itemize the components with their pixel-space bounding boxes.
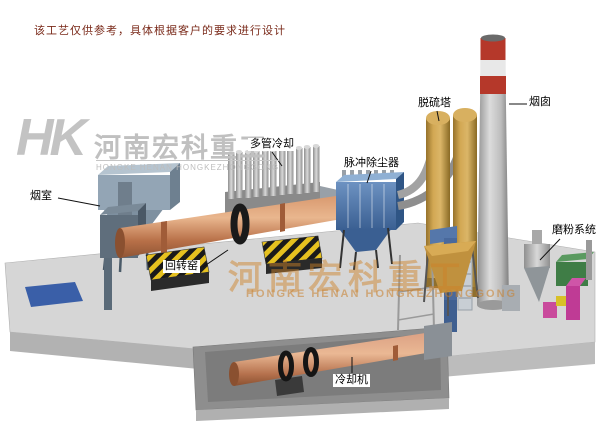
label-chimney: 烟囱 <box>527 96 553 109</box>
cooling-machine-unit <box>229 322 452 396</box>
label-pulse-dust-collector: 脉冲除尘器 <box>342 157 401 170</box>
brand-name-cn: 河南宏科重工 <box>94 133 268 163</box>
label-leader-lines <box>57 103 561 373</box>
smoke-chamber-unit <box>98 163 180 273</box>
label-multi-tube-cooler: 多管冷却 <box>248 138 296 151</box>
chimney-stack <box>477 34 509 310</box>
brand-logo-icon: HK <box>16 109 87 167</box>
label-rotary-kiln: 回转窑 <box>163 260 200 273</box>
label-grinding-system: 磨粉系统 <box>550 224 598 237</box>
disclaimer-note: 该工艺仅供参考，具体根据客户的要求进行设计 <box>34 25 286 37</box>
label-cooling-machine: 冷却机 <box>333 374 370 387</box>
center-watermark-en: HONGKE HENAN HONGKEZHONGGONG <box>246 288 518 300</box>
center-watermark-cn: 河南宏科重工 <box>228 259 468 297</box>
blue-pad <box>25 282 83 307</box>
label-smoke-chamber: 烟室 <box>28 190 54 203</box>
brand-name-en: HONGKE HENAN HONGKEZHONGGONG <box>96 160 280 172</box>
pulse-dust-collector-unit <box>336 165 404 271</box>
label-desulfurization-tower: 脱硫塔 <box>416 97 453 110</box>
feed-hopper <box>423 241 479 316</box>
grinding-system-unit <box>502 230 594 320</box>
brand-watermark: HK 河南宏科重工 HONGKE HENAN HONGKEZHONGGONG <box>16 109 280 188</box>
